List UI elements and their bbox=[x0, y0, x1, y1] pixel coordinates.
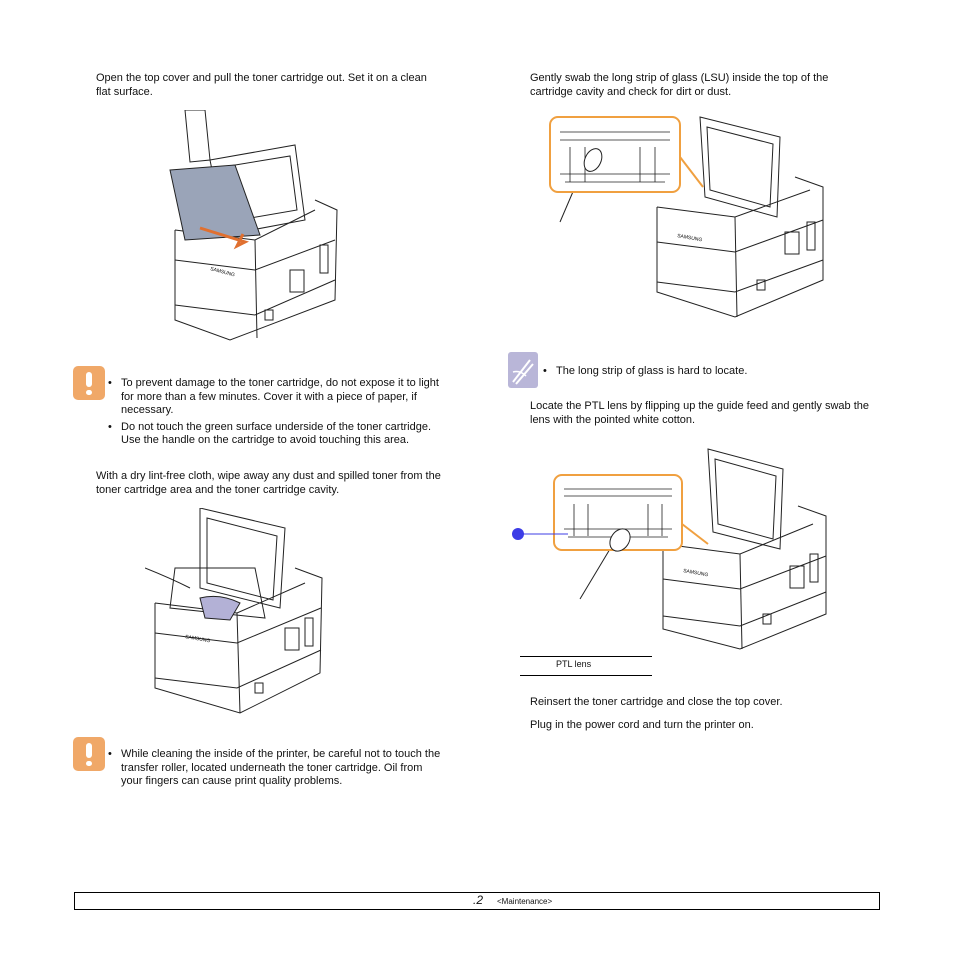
caution-item: While cleaning the inside of the printer… bbox=[105, 748, 445, 789]
step-reinsert: Reinsert the toner cartridge and close t… bbox=[530, 696, 783, 708]
legend-label: PTL lens bbox=[556, 659, 592, 669]
step-wipe-dust: With a dry lint-free cloth, wipe away an… bbox=[96, 470, 441, 496]
svg-text:SAMSUNG: SAMSUNG bbox=[677, 233, 703, 243]
printer-wipe-cloth-illustration: SAMSUNG bbox=[145, 508, 323, 714]
printer-remove-cartridge-illustration: SAMSUNG bbox=[169, 110, 338, 341]
caution-item: To prevent damage to the toner cartridge… bbox=[105, 377, 440, 418]
caution-icon bbox=[73, 737, 105, 771]
step-open-cover: Open the top cover and pull the toner ca… bbox=[96, 72, 427, 98]
note-list: The long strip of glass is hard to locat… bbox=[540, 365, 840, 382]
note-item: The long strip of glass is hard to locat… bbox=[540, 365, 840, 379]
caution-list-2: While cleaning the inside of the printer… bbox=[105, 748, 445, 792]
page-number: .2 bbox=[473, 893, 484, 907]
figure-legend: PTL lens bbox=[520, 656, 652, 676]
page-footer: .2 <Maintenance> bbox=[74, 892, 880, 910]
callout-marker bbox=[512, 528, 524, 540]
note-icon bbox=[508, 352, 538, 388]
svg-text:SAMSUNG: SAMSUNG bbox=[209, 266, 235, 278]
svg-text:SAMSUNG: SAMSUNG bbox=[683, 568, 709, 578]
svg-text:SAMSUNG: SAMSUNG bbox=[185, 634, 211, 644]
step-locate-ptl: Locate the PTL lens by flipping up the g… bbox=[530, 400, 869, 426]
printer-ptl-lens-illustration: SAMSUNG bbox=[512, 448, 827, 650]
caution-list-1: To prevent damage to the toner cartridge… bbox=[105, 377, 440, 451]
caution-item: Do not touch the green surface underside… bbox=[105, 421, 440, 448]
section-name: <Maintenance> bbox=[497, 897, 553, 906]
printer-lsu-glass-illustration: SAMSUNG bbox=[549, 116, 824, 318]
caution-icon bbox=[73, 366, 105, 400]
step-power-on: Plug in the power cord and turn the prin… bbox=[530, 719, 754, 731]
step-swab-lsu: Gently swab the long strip of glass (LSU… bbox=[530, 72, 829, 98]
